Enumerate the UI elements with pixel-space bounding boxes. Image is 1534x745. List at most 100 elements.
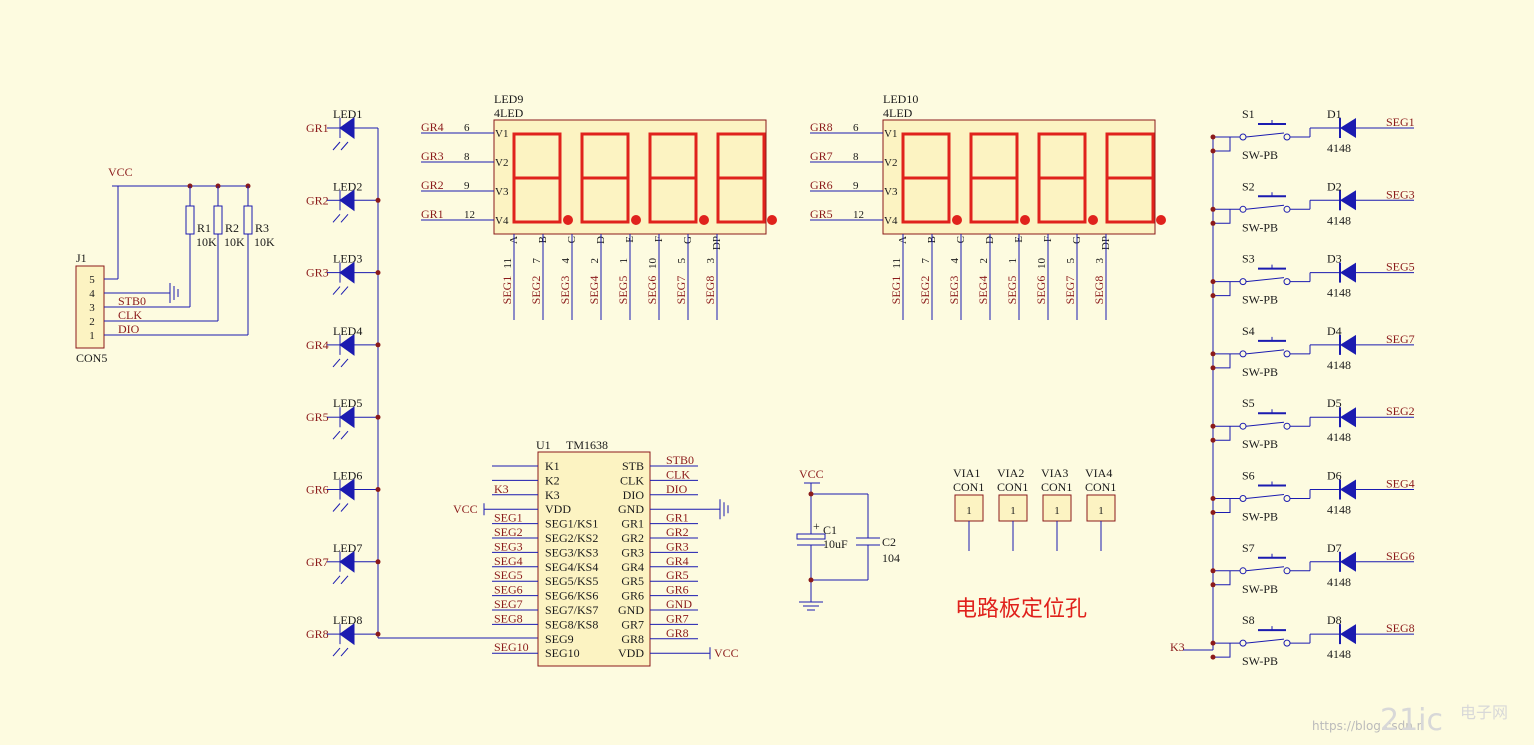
switch-value: SW-PB — [1242, 437, 1278, 451]
led-arrow — [332, 575, 341, 585]
display-common-pin: 12 — [464, 209, 475, 221]
led-arrow — [340, 430, 349, 440]
switch-tie — [1213, 137, 1231, 152]
display-segment-pin: 1 — [1007, 258, 1019, 264]
connector-net-label: STB0 — [118, 294, 146, 308]
display-common-pin: 6 — [853, 122, 859, 134]
switch-contact — [1239, 350, 1247, 358]
ic-right-net: CLK — [666, 467, 690, 481]
display-common-net: GR8 — [810, 120, 833, 134]
decimal-point — [767, 215, 777, 225]
switch-ref: S7 — [1242, 541, 1255, 555]
junction-dot — [808, 577, 814, 583]
decimal-point — [1020, 215, 1030, 225]
switch-tie — [1213, 643, 1231, 658]
display-segment-pin: 5 — [676, 258, 688, 264]
switch-contact — [1283, 350, 1291, 358]
switch-contact — [1239, 278, 1247, 286]
via-pin: 1 — [966, 505, 972, 517]
switch-contact — [1239, 639, 1247, 647]
via-ref: VIA4 — [1085, 466, 1112, 480]
cap-c2-value: 104 — [882, 551, 900, 565]
junction-dot — [808, 491, 814, 497]
led-arrow — [340, 647, 349, 657]
ic-right-pin-name: GND — [618, 502, 644, 516]
ic-left-pin-name: SEG8/KS8 — [545, 617, 598, 631]
display-segment-pin: 2 — [978, 258, 990, 264]
diode-triangle — [1340, 624, 1356, 645]
switch-contact — [1239, 133, 1247, 141]
switch-ref: S1 — [1242, 107, 1255, 121]
switch-contact — [1283, 422, 1291, 430]
ic-left-net: SEG10 — [494, 640, 529, 654]
switch-tie — [1213, 281, 1231, 297]
ic-left-net: SEG2 — [494, 525, 523, 539]
led-net-label: GR8 — [306, 627, 329, 641]
via-pin: 1 — [1098, 505, 1104, 517]
junction-dot — [1210, 134, 1216, 140]
switch-blade — [1245, 566, 1285, 572]
switch-ref: S5 — [1242, 396, 1255, 410]
display-segment-net: SEG8 — [703, 276, 717, 305]
led-net-label: GR7 — [306, 555, 329, 569]
switch-tie — [1213, 353, 1231, 369]
display-segment-pin: 11 — [891, 258, 903, 269]
display-segment-net: SEG2 — [918, 276, 932, 305]
junction-dot — [1210, 293, 1216, 299]
ic-left-net: SEG7 — [494, 597, 523, 611]
display-common-net: GR5 — [810, 207, 833, 221]
ic-value: TM1638 — [566, 438, 608, 452]
switch-value: SW-PB — [1242, 148, 1278, 162]
cap-c1-plus: + — [813, 519, 820, 533]
resistor-ref: R1 — [197, 221, 211, 235]
display-common-net: GR6 — [810, 178, 833, 192]
display-common-pin: 12 — [853, 209, 864, 221]
led-ref: LED6 — [333, 469, 362, 483]
ic-left-pin-name: SEG9 — [545, 632, 574, 646]
connector-pin-number: 1 — [89, 330, 95, 342]
switch-ref: S4 — [1242, 324, 1255, 338]
led-arrow — [332, 286, 341, 295]
watermark-site: 电子网 — [1460, 703, 1508, 722]
ic-left-net: SEG3 — [494, 539, 523, 553]
junction-dot — [1210, 568, 1216, 574]
via-pin: 1 — [1010, 505, 1016, 517]
switch-tie — [1213, 570, 1231, 586]
connector-ref: J1 — [76, 251, 87, 265]
decimal-point — [563, 215, 573, 225]
display-common-label: V2 — [495, 157, 508, 169]
display-segment-net: SEG8 — [1092, 276, 1106, 305]
vcc-label: VCC — [108, 165, 133, 179]
display-segment-net: SEG1 — [500, 276, 514, 305]
led-arrow — [340, 575, 349, 585]
switch-value: SW-PB — [1242, 365, 1278, 379]
switch-ref: S8 — [1242, 613, 1255, 627]
ic-right-pin-name: GR4 — [621, 560, 644, 574]
diode-net: SEG5 — [1386, 260, 1415, 274]
ic-ref: U1 — [536, 438, 551, 452]
switch-tie — [1213, 209, 1231, 224]
led-triangle — [339, 117, 355, 139]
led-arrow — [332, 358, 341, 368]
mounting-note: 电路板定位孔 — [955, 597, 1087, 622]
led-ref: LED5 — [333, 396, 362, 410]
switch-value: SW-PB — [1242, 582, 1278, 596]
display-common-label: V4 — [884, 215, 898, 227]
connector-pin-number: 3 — [89, 302, 95, 314]
switch-ref: S2 — [1242, 179, 1255, 193]
switch-contact — [1239, 495, 1247, 502]
ic-left-pin-name: SEG6/KS6 — [545, 589, 598, 603]
display-segment-pin: 1 — [618, 258, 630, 264]
decimal-point — [699, 215, 709, 225]
diode-ref: D4 — [1327, 324, 1342, 338]
connector-net-label: DIO — [118, 322, 140, 336]
switch-value: SW-PB — [1242, 293, 1278, 307]
display-value: 4LED — [883, 106, 913, 120]
led-arrow — [332, 503, 341, 512]
led-arrow — [332, 141, 341, 151]
led-ref: LED8 — [333, 613, 362, 627]
display-segment-pin: 10 — [647, 258, 659, 270]
ic-left-pin-name: K3 — [545, 488, 560, 502]
